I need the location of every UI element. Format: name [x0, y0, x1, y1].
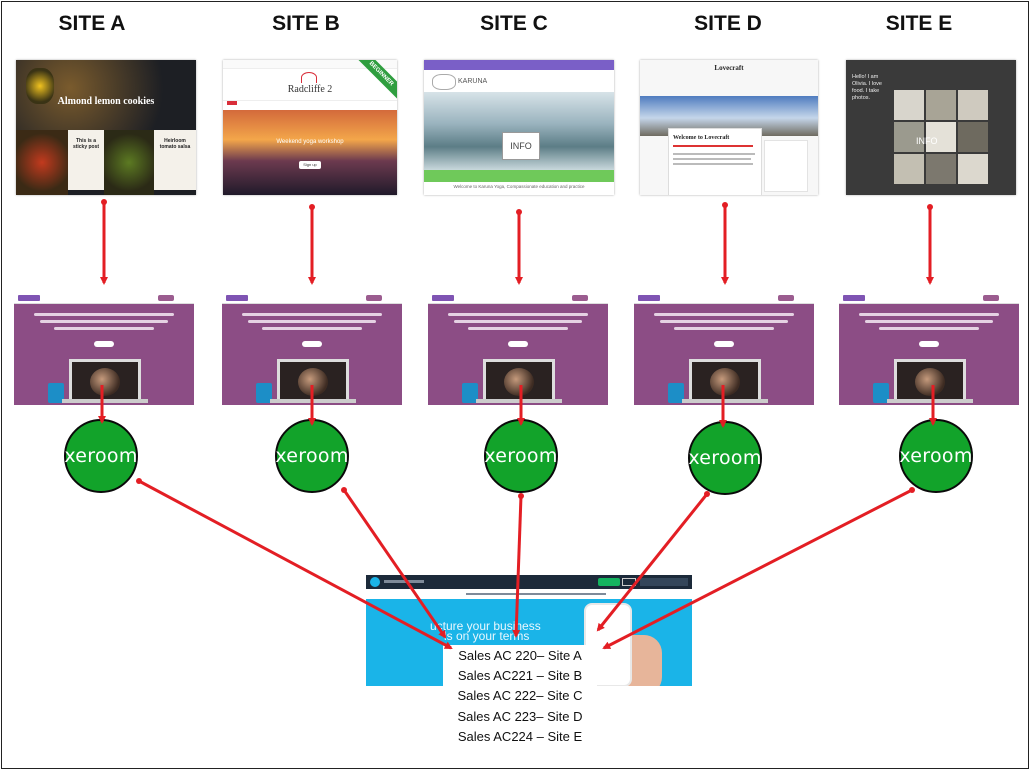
site-e-thumbnail: Hello! I am Olivia. I love food. I take …: [846, 60, 1016, 195]
site-c-footer-text: Welcome to Karuna Yoga, Compassionate ed…: [453, 184, 585, 189]
site-c-info-label: INFO: [502, 132, 540, 160]
woocommerce-logo-icon: [843, 295, 865, 301]
xero-hero-text-1: ucture your business: [430, 619, 541, 633]
site-b-subheading: Weekend yoga workshop: [276, 139, 344, 145]
woocommerce-logo-icon: [432, 295, 454, 301]
site-e-heading: Hello! I am Olivia. I love food. I take …: [852, 74, 882, 101]
site-c-title: SITE C: [480, 12, 548, 35]
xero-logo-icon: [370, 577, 380, 587]
site-d-thumbnail: Lovecraft Welcome to Lovecraft: [640, 60, 818, 195]
site-a-card-2: Heirloom tomato salsa: [154, 130, 196, 190]
site-b-title: SITE B: [272, 12, 340, 35]
woocommerce-screenshot-e: [839, 293, 1019, 405]
site-a-thumbnail: Almond lemon cookies This is a sticky po…: [16, 60, 196, 195]
site-b-heading: Radcliffe 2: [287, 84, 333, 95]
site-d-title: SITE D: [694, 12, 762, 35]
sales-account-site-d: Sales AC 223– Site D: [457, 709, 583, 724]
site-b-signup-button: Sign up: [299, 161, 321, 169]
sales-accounts-list: Sales AC 220– Site A Sales AC221 – Site …: [443, 645, 597, 749]
site-a-heading: Almond lemon cookies: [57, 96, 155, 107]
xeroom-node-a: xeroom: [64, 419, 138, 493]
site-d-post-card: Welcome to Lovecraft: [668, 128, 762, 195]
woocommerce-screenshot-a: [14, 293, 194, 405]
site-d-heading: Lovecraft: [714, 64, 744, 72]
woocommerce-screenshot-d: [634, 293, 814, 405]
woocommerce-logo-icon: [638, 295, 660, 301]
sales-account-site-c: Sales AC 222– Site C: [457, 688, 583, 703]
xeroom-node-b: xeroom: [275, 419, 349, 493]
sales-account-site-e: Sales AC224 – Site E: [457, 729, 583, 744]
xeroom-node-d: xeroom: [688, 421, 762, 495]
site-c-thumbnail: KARUNA INFO Welcome to Karuna Yoga, Comp…: [424, 60, 614, 195]
site-a-card-1: This is a sticky post: [68, 130, 104, 190]
site-e-title: SITE E: [885, 12, 953, 35]
sales-account-site-a: Sales AC 220– Site A: [458, 648, 582, 663]
site-e-info-label: INFO: [916, 136, 938, 146]
woocommerce-screenshot-c: [428, 293, 608, 405]
woocommerce-screenshot-b: [222, 293, 402, 405]
xeroom-node-c: xeroom: [484, 419, 558, 493]
site-b-thumbnail: Radcliffe 2 Weekend yoga workshop Sign u…: [223, 60, 397, 195]
xeroom-node-e: xeroom: [899, 419, 973, 493]
sales-account-site-b: Sales AC221 – Site B: [457, 668, 583, 683]
woocommerce-logo-icon: [18, 295, 40, 301]
site-a-title: SITE A: [58, 12, 126, 35]
woocommerce-logo-icon: [226, 295, 248, 301]
site-c-heading: KARUNA: [458, 78, 488, 85]
xero-hero-text-2: ls on your terms: [444, 629, 530, 643]
